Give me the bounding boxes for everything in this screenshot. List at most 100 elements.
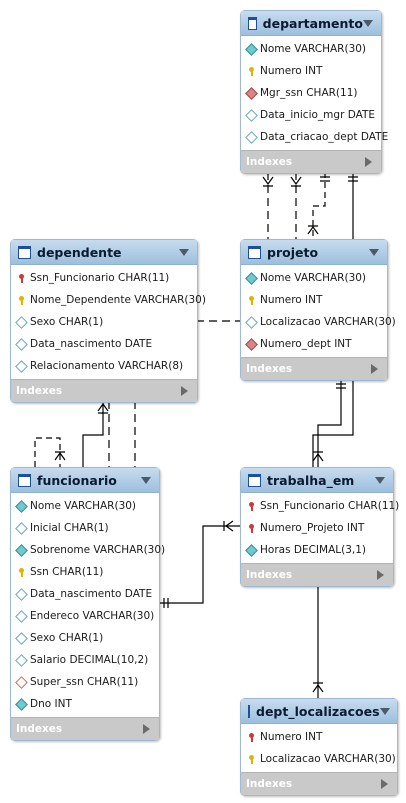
primary-key-icon: [16, 567, 27, 578]
column-row[interactable]: Data_criacao_dept DATE: [241, 126, 388, 148]
column-label: Nome VARCHAR(30): [260, 272, 367, 284]
foreign-primary-key-icon: [246, 523, 257, 534]
diamond-hollow-icon: [15, 337, 28, 351]
indexes-footer[interactable]: Indexes: [241, 150, 381, 173]
column-row[interactable]: Data_nascimento DATE: [11, 333, 197, 355]
collapse-arrow-icon[interactable]: [141, 476, 151, 484]
collapse-arrow-icon[interactable]: [379, 707, 390, 715]
column-row[interactable]: Numero_dept INT: [241, 333, 387, 355]
diamond-hollow-icon: [15, 587, 28, 601]
indexes-label: Indexes: [246, 363, 293, 375]
column-row[interactable]: Nome_Dependente VARCHAR(30): [11, 289, 206, 311]
diamond-hollow-icon: [15, 631, 28, 645]
primary-key-icon: [246, 66, 257, 77]
indexes-footer[interactable]: Indexes: [241, 563, 393, 586]
rel-departamento-projeto-4: [348, 172, 358, 240]
column-label: Inicial CHAR(1): [30, 522, 109, 534]
column-label: Endereco VARCHAR(30): [30, 610, 155, 622]
expand-arrow-icon[interactable]: [181, 386, 188, 396]
indexes-footer[interactable]: Indexes: [11, 379, 197, 402]
column-label: Nome VARCHAR(30): [30, 500, 137, 512]
table-dept-localizacoes[interactable]: dept_localizacoes Numero INT Localizacao…: [240, 698, 398, 796]
column-row[interactable]: Dno INT: [11, 693, 159, 715]
table-name: funcionario: [37, 472, 117, 488]
primary-key-icon: [246, 295, 257, 306]
column-row[interactable]: Salario DECIMAL(10,2): [11, 649, 159, 671]
table-funcionario[interactable]: funcionario Nome VARCHAR(30) Inicial CHA…: [10, 467, 165, 741]
column-row[interactable]: Sexo CHAR(1): [11, 311, 197, 333]
indexes-footer[interactable]: Indexes: [241, 772, 397, 795]
table-header[interactable]: dependente: [11, 240, 197, 265]
column-row[interactable]: Nome VARCHAR(30): [11, 495, 159, 517]
column-label: Super_ssn CHAR(11): [30, 676, 139, 688]
column-row[interactable]: Localizacao VARCHAR(30): [241, 311, 396, 333]
column-row[interactable]: Sexo CHAR(1): [11, 627, 159, 649]
indexes-footer[interactable]: Indexes: [11, 717, 159, 740]
column-row[interactable]: Ssn_Funcionario CHAR(11): [11, 267, 197, 289]
table-header[interactable]: funcionario: [11, 468, 159, 493]
column-label: Sexo CHAR(1): [30, 316, 104, 328]
diamond-filled-icon: [245, 271, 258, 285]
foreign-key-diamond-icon: [245, 86, 258, 100]
diamond-hollow-icon: [245, 108, 258, 122]
column-row[interactable]: Nome VARCHAR(30): [241, 267, 387, 289]
collapse-arrow-icon[interactable]: [369, 248, 379, 256]
expand-arrow-icon[interactable]: [143, 724, 150, 734]
rel-departamento-projeto-2: [290, 172, 302, 240]
table-header[interactable]: trabalha_em: [241, 468, 393, 493]
table-dependente[interactable]: dependente Ssn_Funcionario CHAR(11) Nome…: [10, 239, 206, 403]
column-label: Numero_Projeto INT: [260, 522, 365, 534]
column-row[interactable]: Numero INT: [241, 289, 387, 311]
column-row[interactable]: Sobrenome VARCHAR(30): [11, 539, 165, 561]
column-row[interactable]: Super_ssn CHAR(11): [11, 671, 159, 693]
column-row[interactable]: Horas DECIMAL(3,1): [241, 539, 393, 561]
foreign-primary-key-icon: [246, 732, 257, 743]
collapse-arrow-icon[interactable]: [363, 19, 373, 27]
indexes-footer[interactable]: Indexes: [241, 357, 387, 380]
table-departamento[interactable]: departamento Nome VARCHAR(30) Numero INT…: [240, 10, 388, 174]
table-icon: [18, 473, 31, 487]
foreign-primary-key-icon: [246, 501, 257, 512]
collapse-arrow-icon[interactable]: [375, 476, 385, 484]
rel-dependente-funcionario-1: [82, 401, 109, 467]
column-row[interactable]: Data_nascimento DATE: [11, 583, 159, 605]
rel-trabalha-em-dept-localizacoes: [312, 586, 324, 698]
column-row[interactable]: Endereco VARCHAR(30): [11, 605, 159, 627]
column-row[interactable]: Inicial CHAR(1): [11, 517, 159, 539]
table-name: dept_localizacoes: [256, 703, 380, 719]
primary-key-icon: [246, 754, 257, 765]
table-trabalha-em[interactable]: trabalha_em Ssn_Funcionario CHAR(11) Num…: [240, 467, 399, 587]
table-header[interactable]: projeto: [241, 240, 387, 265]
column-label: Nome_Dependente VARCHAR(30): [30, 294, 206, 306]
table-projeto[interactable]: projeto Nome VARCHAR(30) Numero INT Loca…: [240, 239, 396, 381]
primary-key-icon: [16, 295, 27, 306]
table-header[interactable]: departamento: [241, 11, 381, 36]
expand-arrow-icon[interactable]: [365, 157, 372, 167]
expand-arrow-icon[interactable]: [381, 779, 388, 789]
column-row[interactable]: Localizacao VARCHAR(30): [241, 748, 397, 770]
rel-projeto-trabalha-em-1: [312, 379, 346, 467]
column-label: Mgr_ssn CHAR(11): [260, 87, 358, 99]
table-icon: [248, 16, 257, 30]
column-row[interactable]: Data_inicio_mgr DATE: [241, 104, 381, 126]
column-label: Data_inicio_mgr DATE: [260, 109, 376, 121]
column-label: Numero_dept INT: [260, 338, 352, 350]
column-row[interactable]: Nome VARCHAR(30): [241, 38, 381, 60]
column-row[interactable]: Ssn_Funcionario CHAR(11): [241, 495, 399, 517]
table-name: trabalha_em: [267, 472, 355, 488]
column-row[interactable]: Numero INT: [241, 726, 397, 748]
column-label: Data_nascimento DATE: [30, 338, 153, 350]
indexes-label: Indexes: [16, 385, 63, 397]
table-header[interactable]: dept_localizacoes: [241, 699, 397, 724]
column-label: Nome VARCHAR(30): [260, 43, 367, 55]
column-row[interactable]: Relacionamento VARCHAR(8): [11, 355, 197, 377]
expand-arrow-icon[interactable]: [371, 364, 378, 374]
column-label: Numero INT: [260, 731, 323, 743]
diamond-hollow-icon: [15, 315, 28, 329]
column-row[interactable]: Mgr_ssn CHAR(11): [241, 82, 381, 104]
column-row[interactable]: Ssn CHAR(11): [11, 561, 159, 583]
column-row[interactable]: Numero_Projeto INT: [241, 517, 393, 539]
column-row[interactable]: Numero INT: [241, 60, 381, 82]
expand-arrow-icon[interactable]: [377, 570, 384, 580]
collapse-arrow-icon[interactable]: [179, 248, 189, 256]
